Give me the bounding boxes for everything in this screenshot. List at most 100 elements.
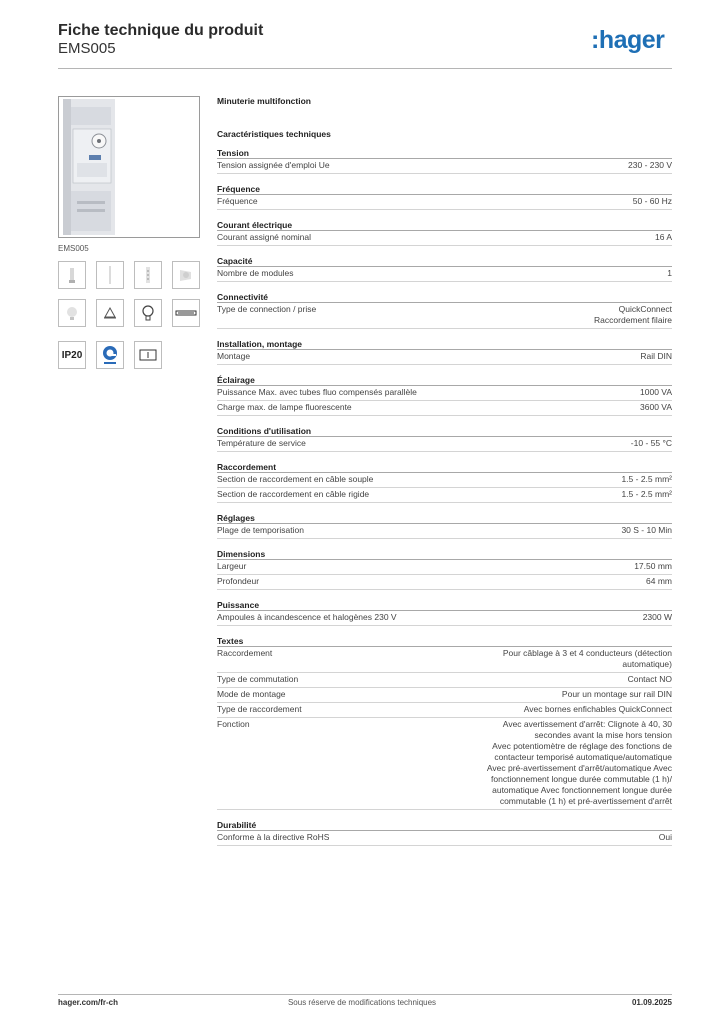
spec-label: Fonction: [217, 719, 250, 729]
footer-disclaimer: Sous réserve de modifications techniques: [287, 998, 437, 1007]
spec-label: Type de raccordement: [217, 704, 302, 714]
specifications-panel: Minuterie multifonction Caractéristiques…: [217, 96, 672, 846]
spec-section-title: Durabilité: [217, 819, 672, 831]
spec-value: 64 mm: [646, 576, 672, 586]
spec-row: Fréquence 50 - 60 Hz: [217, 195, 672, 210]
spec-row: Nombre de modules 1: [217, 267, 672, 282]
spec-section-title: Puissance: [217, 599, 672, 611]
spec-section-title: Textes: [217, 635, 672, 647]
spec-section-title: Courant électrique: [217, 219, 672, 231]
spec-label: Nombre de modules: [217, 268, 294, 278]
spec-value: QuickConnect Raccordement filaire: [594, 304, 672, 325]
spec-value: 230 - 230 V: [628, 160, 672, 170]
spec-row: Profondeur 64 mm: [217, 575, 672, 590]
spec-section-title: Raccordement: [217, 461, 672, 473]
spec-value: 17.50 mm: [634, 561, 672, 571]
spec-row: Plage de temporisation 30 S - 10 Min: [217, 524, 672, 539]
spec-value: 16 A: [654, 232, 672, 242]
spec-row: Charge max. de lampe fluorescente 3600 VA: [217, 401, 672, 416]
spec-label: Conforme à la directive RoHS: [217, 832, 330, 842]
spec-value: Pour câblage à 3 et 4 conducteurs (détec…: [502, 648, 672, 669]
spec-section-title: Tension: [217, 147, 672, 159]
spec-value: Contact NO: [627, 674, 672, 684]
motion-sensor-icon: [96, 299, 124, 327]
spec-label: Section de raccordement en câble rigide: [217, 489, 370, 499]
spec-section-title: Capacité: [217, 255, 672, 267]
spec-section-title: Conditions d'utilisation: [217, 425, 672, 437]
led-tube-icon: [134, 261, 162, 289]
spec-section-title: Connectivité: [217, 291, 672, 303]
product-image-caption: EMS005: [58, 244, 89, 253]
spec-label: Ampoules à incandescence et halogènes 23…: [217, 612, 397, 622]
spec-section-title: Fréquence: [217, 183, 672, 195]
hager-logo: :hager: [591, 26, 665, 54]
footer-divider: [58, 994, 672, 995]
spec-row: Type de commutation Contact NO: [217, 673, 672, 688]
spec-label: Type de commutation: [217, 674, 299, 684]
spec-row: Ampoules à incandescence et halogènes 23…: [217, 611, 672, 626]
spec-value: 2300 W: [642, 612, 672, 622]
specifications-heading: Caractéristiques techniques: [217, 129, 331, 139]
spec-label: Section de raccordement en câble souple: [217, 474, 374, 484]
spec-label: Fréquence: [217, 196, 258, 206]
spec-value: 30 S - 10 Min: [621, 525, 672, 535]
spec-label: Type de connection / prise: [217, 304, 317, 314]
spec-value: Avec bornes enfichables QuickConnect: [523, 704, 672, 714]
spec-label: Température de service: [217, 438, 306, 448]
halogen-icon: [172, 261, 200, 289]
energy-saving-lamp-icon: [58, 299, 86, 327]
spec-label: Largeur: [217, 561, 247, 571]
spec-row: Fonction Avec avertissement d'arrêt: Clig…: [217, 718, 672, 810]
spec-value: Rail DIN: [640, 351, 672, 361]
spec-section-title: Dimensions: [217, 548, 672, 560]
bulb-icon: [134, 299, 162, 327]
spec-row: Tension assignée d'emploi Ue 230 - 230 V: [217, 159, 672, 174]
spec-label: Profondeur: [217, 576, 260, 586]
spec-label: Courant assigné nominal: [217, 232, 312, 242]
spec-section-title: Éclairage: [217, 374, 672, 386]
spec-row: Puissance Max. avec tubes fluo compensés…: [217, 386, 672, 401]
product-code-heading: EMS005: [58, 40, 116, 57]
lamp-icon: [58, 261, 86, 289]
footer-website[interactable]: hager.com/fr-ch: [58, 998, 119, 1007]
spec-value: Pour un montage sur rail DIN: [561, 689, 672, 699]
spec-value: 3600 VA: [640, 402, 672, 412]
spec-label: Raccordement: [217, 648, 273, 658]
spec-section-title: Installation, montage: [217, 338, 672, 350]
spec-value: 1: [667, 268, 672, 278]
spec-value: 50 - 60 Hz: [632, 196, 672, 206]
spec-label: Tension assignée d'emploi Ue: [217, 160, 330, 170]
product-name: Minuterie multifonction: [217, 96, 311, 106]
spec-label: Plage de temporisation: [217, 525, 304, 535]
spec-section-title: Réglages: [217, 512, 672, 524]
spec-value: 1000 VA: [640, 387, 672, 397]
spec-row: Largeur 17.50 mm: [217, 560, 672, 575]
timer-icon: [134, 341, 162, 369]
ip20-badge: IP20: [58, 341, 86, 369]
spec-row: Courant assigné nominal 16 A: [217, 231, 672, 246]
footer-date: 01.09.2025: [631, 998, 672, 1007]
spec-row: Température de service-10 - 55 °C: [217, 437, 672, 452]
spec-label: Charge max. de lampe fluorescente: [217, 402, 352, 412]
spec-row: Type de connection / prise QuickConnect R…: [217, 303, 672, 329]
strip-lamp-icon: [172, 299, 200, 327]
spec-value: Avec avertissement d'arrêt: Clignote à 4…: [486, 719, 672, 806]
